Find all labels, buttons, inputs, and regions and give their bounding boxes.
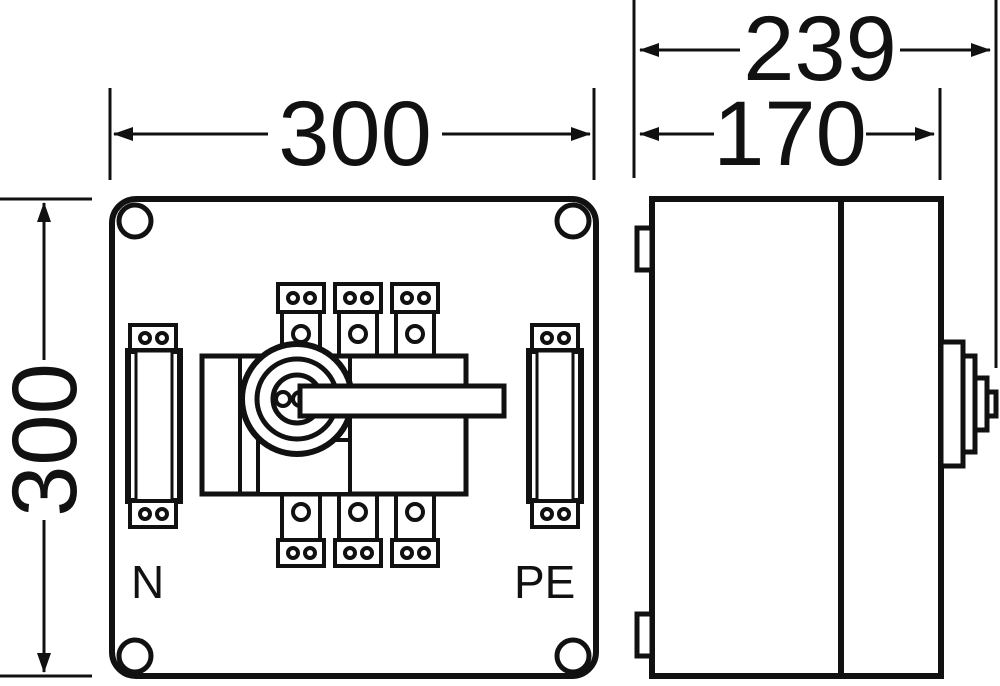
label-protective-earth: PE [514, 556, 575, 608]
side-latch-top [634, 225, 655, 273]
dimension-front-width [108, 88, 596, 180]
enclosure-side [649, 196, 944, 679]
side-view [634, 196, 999, 679]
enclosure-front [109, 196, 599, 679]
corner-screws [116, 202, 592, 675]
dimension-front-width-label: 300 [278, 83, 432, 185]
screw-top-left-icon [116, 202, 154, 240]
handle-profile [938, 339, 999, 469]
side-latch-bottom [634, 611, 655, 659]
dimension-front-height [0, 197, 92, 678]
dimension-side-total-label: 239 [743, 0, 897, 100]
dimension-front-height-label: 300 [0, 363, 96, 517]
switch-handle [297, 383, 507, 419]
label-neutral: N [131, 556, 164, 608]
pe-terminal [526, 323, 584, 529]
front-view: N PE [109, 196, 599, 679]
screw-top-right-icon [554, 202, 592, 240]
dimension-side-body-label: 170 [713, 83, 867, 185]
switch-bottom-terminals [276, 492, 440, 568]
dimension-side-body [639, 88, 942, 180]
switch-top-terminals [276, 282, 440, 360]
isolator-switch [199, 282, 507, 568]
screw-bottom-left-icon [116, 637, 154, 675]
screw-bottom-right-icon [554, 637, 592, 675]
neutral-terminal [125, 323, 183, 529]
dimension-side-total [632, 0, 998, 368]
